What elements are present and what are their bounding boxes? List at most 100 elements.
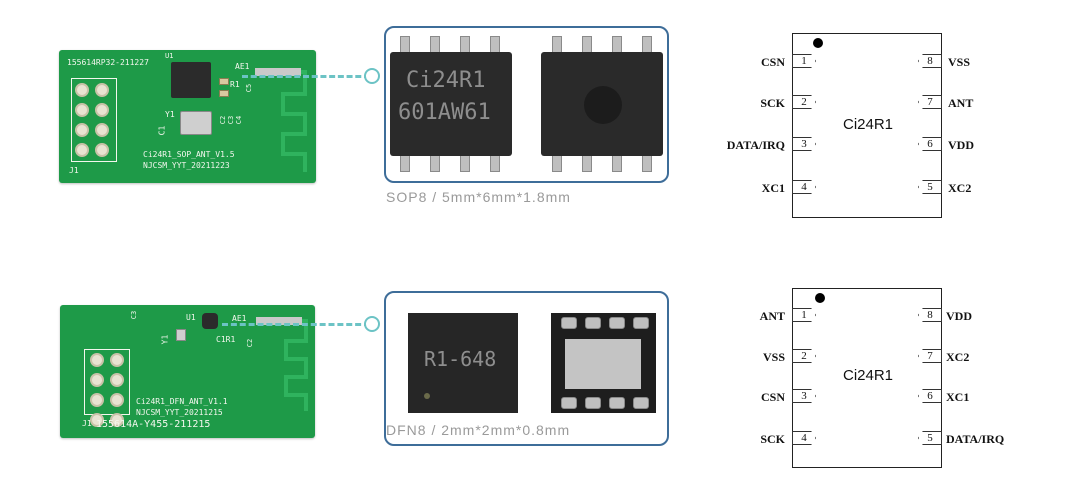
top-pin-4-box: 4	[792, 180, 816, 194]
top-pin-8-box: 8	[918, 54, 942, 68]
sop-lead	[552, 154, 562, 172]
top-schematic-chip-name: Ci24R1	[843, 116, 894, 133]
top-pin-6-label: VDD	[948, 138, 974, 152]
bottom-pin-4-label: SCK	[760, 432, 785, 446]
bottom-pin-6-label: XC1	[946, 390, 970, 404]
bottom-pcb-header-outline	[84, 349, 130, 415]
bottom-pcb-crystal	[176, 329, 186, 341]
top-pcb-ref-y1: Y1	[165, 110, 175, 119]
sop-lead	[460, 154, 470, 172]
top-pin-7-label: ANT	[948, 96, 974, 110]
top-pcb-board: 155614RP32-211227 U1 AE1 R1 C5 Y1 C1 C2 …	[59, 50, 316, 183]
sop8-top-view: Ci24R1 601AW61	[390, 52, 512, 156]
top-pcb-pad	[95, 143, 109, 157]
bottom-pcb-line1: Ci24R1_DFN_ANT_V1.1	[136, 397, 228, 406]
top-package-frame: Ci24R1 601AW61	[384, 26, 669, 183]
bottom-pcb-chip	[202, 313, 218, 329]
top-pcb-line1: Ci24R1_SOP_ANT_V1.5	[143, 150, 235, 159]
bottom-pin-8-box: 8	[918, 308, 942, 322]
bottom-pin-7-label: XC2	[946, 350, 970, 364]
top-pin-2-box: 2	[792, 95, 816, 109]
bottom-connector-ring	[364, 316, 380, 332]
dfn8-thermal-pad	[565, 339, 641, 389]
bottom-pcb-pad	[90, 393, 104, 407]
dfn-lead	[633, 317, 649, 329]
sop8-marking-line1: Ci24R1	[406, 68, 486, 93]
top-pcb-id-text: 155614RP32-211227	[67, 58, 149, 67]
bottom-pcb-pad	[90, 413, 104, 427]
bottom-pcb-ref-c2: C2	[246, 338, 255, 348]
top-connector-ring	[364, 68, 380, 84]
top-pcb-pad	[75, 143, 89, 157]
top-pcb-ref-c1: C1	[157, 125, 167, 136]
pin1-marker-dot	[815, 293, 825, 303]
bottom-pcb-pad	[90, 373, 104, 387]
bottom-pcb-ref-ae1: AE1	[232, 314, 247, 323]
top-pcb-pad	[95, 123, 109, 137]
top-pcb-ref-u1: U1	[165, 52, 174, 60]
bottom-pcb-antenna	[256, 317, 308, 411]
bottom-pin-6-box: 6	[918, 389, 942, 403]
top-pcb-smd-1	[219, 78, 229, 85]
dfn-lead	[561, 317, 577, 329]
bottom-pin-5-box: 5	[918, 431, 942, 445]
sop-lead	[642, 154, 652, 172]
bottom-pcb-board: C3 U1 AE1 Y1 C1R1 C2 Ci24R1_DFN_ANT_V1.1…	[60, 305, 315, 438]
top-pin-6-box: 6	[918, 137, 942, 151]
dfn-lead	[585, 397, 601, 409]
bottom-schematic-chip-name: Ci24R1	[843, 367, 894, 384]
dfn8-top-view: R1-648	[408, 313, 518, 413]
top-pcb-pad	[95, 103, 109, 117]
top-package-caption: SOP8 / 5mm*6mm*1.8mm	[386, 189, 571, 205]
sop8-bottom-dimple	[584, 86, 622, 124]
bottom-pcb-ref-y1: Y1	[160, 334, 170, 345]
top-pin-2-label: SCK	[760, 96, 785, 110]
top-pcb-ref-c4: C4	[235, 115, 244, 125]
top-pin-1-box: 1	[792, 54, 816, 68]
top-pcb-pad	[95, 83, 109, 97]
top-pin-3-box: 3	[792, 137, 816, 151]
bottom-package-caption: DFN8 / 2mm*2mm*0.8mm	[386, 422, 571, 438]
bottom-pin-5-label: DATA/IRQ	[946, 432, 1005, 446]
top-schematic-body: Ci24R1	[792, 33, 942, 218]
sop8-marking-line2: 601AW61	[398, 100, 491, 125]
top-pcb-ref-c3: C3	[227, 115, 236, 125]
sop-lead	[490, 154, 500, 172]
pin1-marker-dot	[813, 38, 823, 48]
bottom-pin-4-box: 4	[792, 431, 816, 445]
bottom-pcb-pad	[110, 353, 124, 367]
top-pcb-smd-2	[219, 90, 229, 97]
bottom-pcb-pad	[110, 373, 124, 387]
sop-lead	[612, 154, 622, 172]
bottom-schematic-body: Ci24R1	[792, 288, 942, 468]
dfn8-marking: R1-648	[424, 347, 497, 371]
bottom-pin-8-label: VDD	[946, 309, 972, 323]
bottom-pcb-pad	[90, 353, 104, 367]
bottom-pin-1-box: 1	[792, 308, 816, 322]
bottom-pcb-ref-c1r1: C1R1	[216, 335, 236, 344]
dfn8-bottom-view	[551, 313, 656, 413]
bottom-pcb-pad	[110, 393, 124, 407]
bottom-pcb-ref-c3: C3	[130, 310, 139, 320]
bottom-package-frame: R1-648	[384, 291, 669, 446]
sop-lead	[582, 154, 592, 172]
top-connector-line	[242, 75, 370, 78]
bottom-pin-2-box: 2	[792, 349, 816, 363]
top-pcb-crystal	[180, 111, 212, 135]
top-pin-1-label: CSN	[760, 55, 785, 69]
top-pcb-ref-c2: C2	[219, 115, 228, 125]
bottom-pcb-line2: NJCSM_YYT_20211215	[136, 408, 223, 417]
bottom-connector-line	[222, 323, 370, 326]
top-pcb-pad	[75, 103, 89, 117]
top-pin-7-box: 7	[918, 95, 942, 109]
sop8-bottom-view	[541, 52, 663, 156]
dfn-lead	[609, 397, 625, 409]
sop-lead	[400, 154, 410, 172]
top-pcb-pad	[75, 123, 89, 137]
bottom-pcb-id-text: 155614A-Y455-211215	[96, 419, 211, 430]
top-pin-8-label: VSS	[948, 55, 971, 69]
top-pin-4-label: XC1	[761, 181, 785, 195]
top-pcb-header-outline	[71, 78, 117, 162]
bottom-pin-3-label: CSN	[760, 390, 785, 404]
top-pin-5-label: XC2	[948, 181, 972, 195]
